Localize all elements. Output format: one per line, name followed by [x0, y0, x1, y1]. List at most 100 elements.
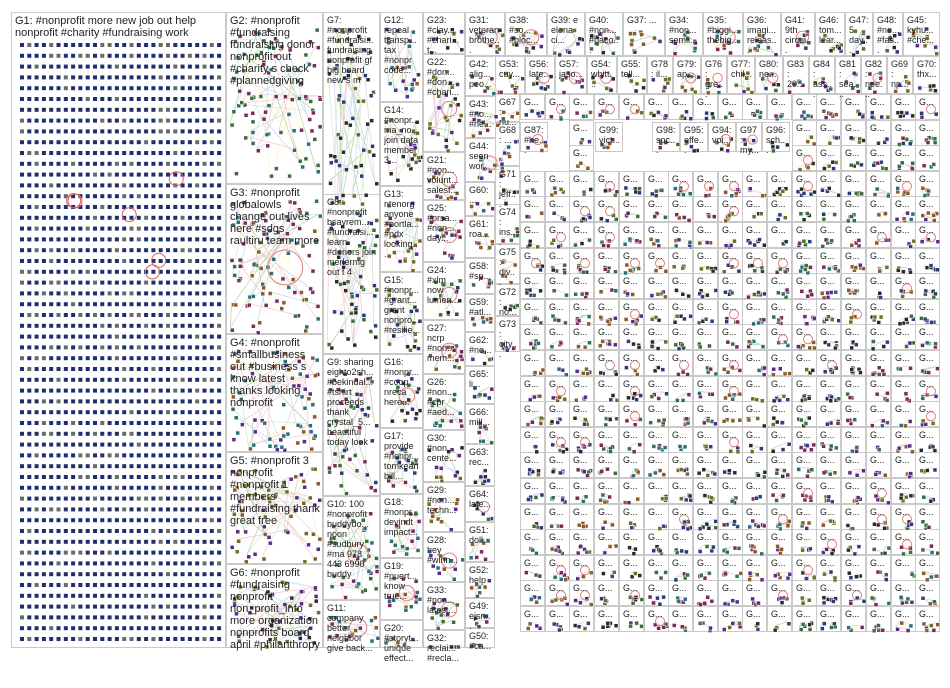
edge	[474, 619, 485, 623]
vertex	[806, 40, 812, 46]
vertex	[49, 485, 54, 490]
vertex	[209, 529, 214, 533]
vertex	[114, 442, 119, 447]
vertex	[49, 151, 54, 155]
edge	[232, 601, 274, 638]
vertex	[917, 85, 923, 91]
vertex	[158, 356, 163, 361]
vertex	[363, 412, 368, 417]
vertex	[414, 308, 420, 313]
edge	[247, 302, 294, 315]
edge	[236, 530, 286, 540]
vertex	[71, 431, 76, 436]
vertex	[267, 495, 272, 501]
group-tile-graph	[673, 181, 693, 198]
vertex	[195, 129, 200, 134]
vertex	[363, 193, 369, 198]
group-tile-graph	[772, 186, 789, 197]
vertex	[442, 250, 447, 256]
vertex	[374, 625, 379, 631]
vertex	[173, 248, 178, 253]
vertex	[63, 75, 68, 80]
vertex	[107, 64, 112, 69]
vertex	[56, 421, 61, 425]
vertex	[93, 593, 97, 598]
edge	[435, 69, 446, 133]
vertex	[34, 259, 39, 263]
vertex	[56, 464, 61, 469]
vertex	[56, 151, 61, 155]
vertex	[41, 637, 46, 641]
vertex	[41, 194, 46, 199]
vertex	[166, 129, 170, 134]
vertex	[151, 377, 156, 382]
vertex	[136, 43, 141, 47]
vertex	[633, 88, 639, 94]
vertex	[314, 238, 319, 244]
vertex	[476, 34, 482, 39]
vertex	[235, 594, 241, 600]
vertex	[639, 110, 645, 115]
group-tile: G...	[742, 94, 767, 120]
vertex	[71, 507, 76, 512]
group-g55: G55: tell...	[617, 56, 647, 94]
vertex	[500, 33, 506, 38]
vertex	[49, 453, 54, 458]
vertex	[290, 222, 296, 227]
vertex	[352, 342, 357, 348]
vertex	[56, 183, 61, 188]
vertex	[295, 78, 301, 84]
vertex	[252, 552, 258, 557]
vertex	[435, 132, 441, 137]
vertex	[71, 518, 76, 523]
vertex	[180, 269, 185, 274]
vertex	[202, 129, 207, 134]
vertex	[122, 172, 127, 177]
group-g98: G98: soc...	[652, 122, 681, 155]
vertex	[339, 310, 344, 316]
vertex	[632, 49, 638, 55]
vertex	[151, 248, 156, 253]
edge	[411, 218, 419, 260]
vertex	[310, 268, 316, 274]
vertex	[49, 86, 54, 91]
vertex	[268, 67, 274, 72]
vertex	[158, 183, 163, 188]
vertex	[209, 496, 214, 501]
vertex	[27, 377, 32, 382]
vertex	[100, 259, 105, 263]
vertex	[453, 196, 458, 201]
vertex	[63, 442, 68, 447]
vertex	[209, 561, 214, 566]
vertex	[339, 470, 344, 476]
vertex	[56, 388, 61, 393]
group-tile: G...	[866, 120, 891, 146]
group-g29-graph	[426, 497, 460, 532]
vertex	[166, 421, 170, 425]
vertex	[440, 619, 446, 624]
vertex	[158, 97, 163, 101]
vertex	[286, 218, 291, 223]
edge	[388, 159, 415, 173]
vertex	[535, 111, 541, 116]
edge	[427, 448, 459, 477]
vertex	[446, 449, 451, 454]
vertex	[663, 113, 669, 119]
vertex	[151, 442, 156, 447]
vertex	[129, 53, 134, 58]
vertex	[144, 140, 149, 145]
vertex	[195, 140, 200, 145]
vertex	[71, 53, 76, 58]
vertex	[122, 561, 127, 566]
vertex	[509, 114, 515, 119]
vertex	[49, 518, 54, 523]
group-tile: G...	[792, 94, 817, 121]
edge	[230, 372, 316, 408]
vertex	[158, 367, 163, 371]
vertex	[373, 586, 379, 592]
edge	[239, 385, 272, 398]
vertex	[389, 65, 395, 71]
vertex	[777, 186, 782, 192]
vertex	[78, 248, 83, 253]
group-tile-graph	[597, 104, 615, 118]
